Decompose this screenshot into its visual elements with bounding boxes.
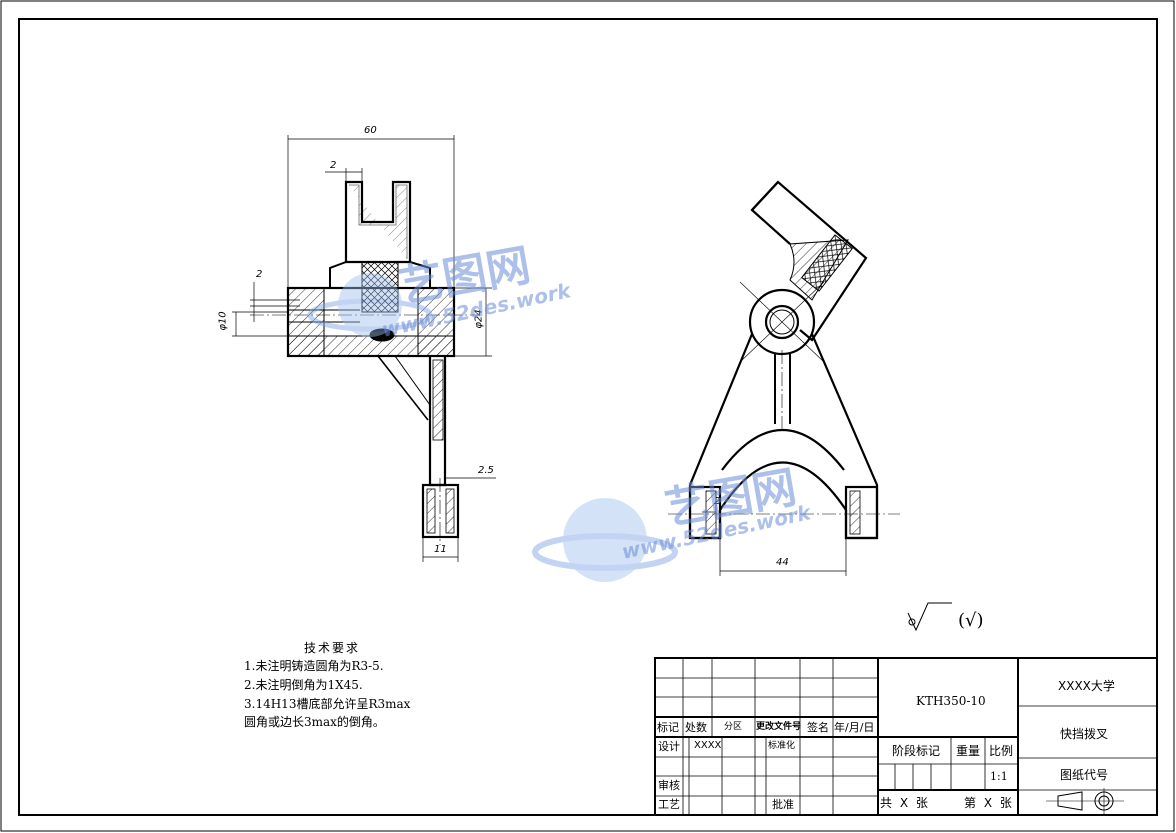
inner-frame <box>18 18 1158 816</box>
part-name: 快挡拨叉 <box>1060 727 1109 741</box>
tech-req-line-1: 1.未注明铸造圆角为R3-5. <box>244 659 384 673</box>
roughness-note: (√) <box>958 610 984 631</box>
designer-name: XXXX <box>694 740 722 751</box>
dim-dia-10: φ10 <box>217 311 229 331</box>
sheet-number: 第 X 张 <box>964 796 1012 810</box>
rev-header-date: 年/月/日 <box>834 721 875 734</box>
drawing-number-label: 图纸代号 <box>1060 768 1109 782</box>
dim-hole-offset-2: 2 <box>256 269 263 280</box>
title-block-grid <box>654 657 1158 816</box>
rev-header-change-doc: 更改文件号 <box>756 722 802 732</box>
tech-req-line-2: 2.未注明倒角为1X45. <box>244 678 363 692</box>
standardize-label: 标准化 <box>768 741 796 751</box>
sheet-total: 共 X 张 <box>880 796 928 810</box>
drawing-code: KTH350-10 <box>916 694 986 708</box>
section-view <box>250 180 480 545</box>
check-label: 审核 <box>658 779 680 792</box>
dim-width-60: 60 <box>364 125 377 136</box>
dim-lip-2-5: 2.5 <box>478 465 494 476</box>
scale-label: 比例 <box>989 744 1014 758</box>
dim-fork-44: 44 <box>776 557 789 568</box>
section-dimension-lines <box>232 135 496 562</box>
tech-req-line-3: 3.14H13槽底部允许呈R3max <box>244 697 411 711</box>
school-name: XXXX大学 <box>1058 679 1115 693</box>
dim-slot-2: 2 <box>330 160 337 171</box>
approve-label: 批准 <box>772 798 794 811</box>
weight-label: 重量 <box>956 744 981 758</box>
dim-foot-11: 11 <box>434 544 447 555</box>
dim-fork-2: 2 <box>714 496 721 507</box>
scale-value: 1:1 <box>990 770 1008 783</box>
roughness-symbol <box>907 602 952 632</box>
front-dimension-lines <box>702 511 847 576</box>
rev-header-mark: 标记 <box>657 721 679 734</box>
tech-req-title: 技术要求 <box>304 641 361 655</box>
front-view <box>668 180 900 540</box>
stage-label: 阶段标记 <box>892 744 941 758</box>
rev-header-zone: 分区 <box>724 722 743 732</box>
projection-symbol <box>1046 788 1124 814</box>
process-label: 工艺 <box>658 798 680 811</box>
tech-req-line-4: 圆角或边长3max的倒角。 <box>244 715 385 729</box>
design-label: 设计 <box>658 740 680 753</box>
rev-header-count: 处数 <box>685 721 707 734</box>
rev-header-sign: 签名 <box>807 721 829 734</box>
watermark-globe <box>307 273 678 582</box>
